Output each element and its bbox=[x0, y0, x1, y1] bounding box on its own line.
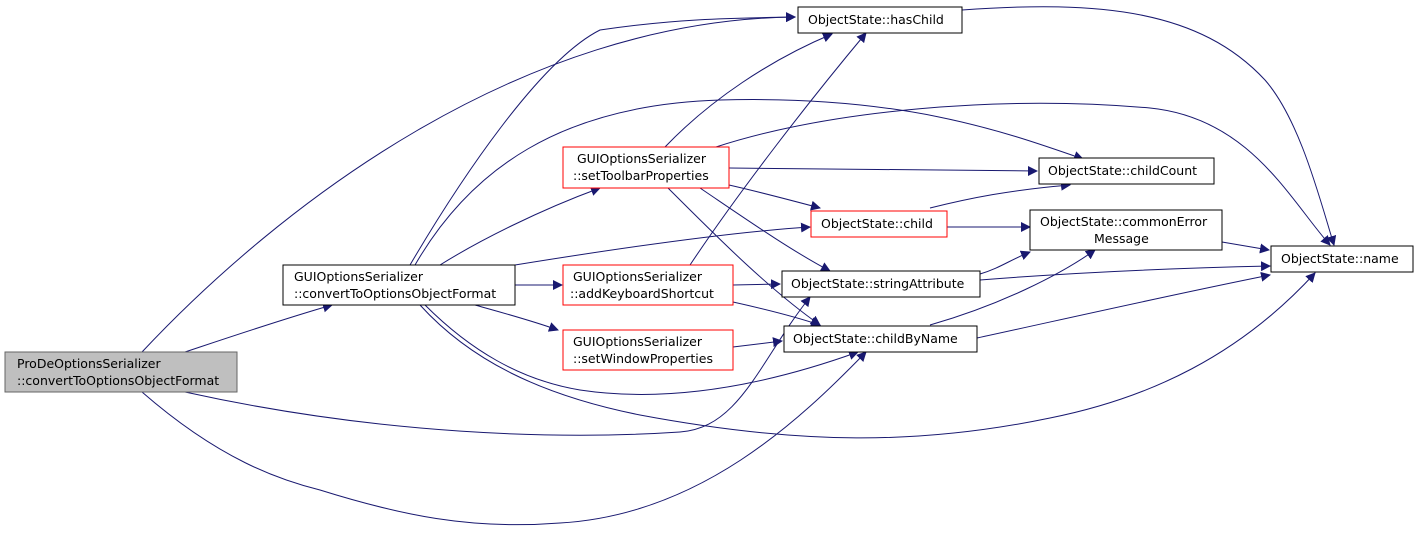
edge-gui-convert-to-gui-window bbox=[474, 304, 559, 332]
edge-gui-toolbar-to-name bbox=[715, 102, 1331, 246]
node-gui-convert[interactable]: GUIOptionsSerializer ::convertToOptionsO… bbox=[282, 264, 516, 306]
edge-child-by-name-to-common-error bbox=[929, 249, 1096, 326]
edge-gui-convert-to-gui-toolbar bbox=[439, 186, 601, 266]
edge-string-attribute-to-common-error bbox=[979, 250, 1031, 275]
node-gui-window[interactable]: GUIOptionsSerializer ::setWindowProperti… bbox=[562, 329, 734, 371]
node-gui-keyboard-line2: ::addKeyboardShortcut bbox=[570, 286, 714, 301]
node-name[interactable]: ObjectState::name bbox=[1270, 245, 1414, 273]
edge-gui-convert-to-child-by-name bbox=[424, 304, 859, 395]
node-gui-window-line2: ::setWindowProperties bbox=[573, 351, 713, 366]
edge-prode-to-child-by-name bbox=[141, 351, 867, 526]
node-gui-keyboard-line1: GUIOptionsSerializer bbox=[573, 269, 703, 284]
edge-gui-keyboard-to-string-attribute bbox=[732, 279, 781, 290]
edges bbox=[141, 6, 1337, 526]
node-string-attribute-label: ObjectState::stringAttribute bbox=[791, 276, 965, 291]
node-gui-toolbar-line2: ::setToolbarProperties bbox=[573, 168, 709, 183]
node-child-count[interactable]: ObjectState::childCount bbox=[1038, 157, 1215, 185]
node-child-label: ObjectState::child bbox=[821, 216, 933, 231]
edge-gui-convert-to-name bbox=[419, 272, 1316, 439]
node-prode-convert[interactable]: ProDeOptionsSerializer ::convertToOption… bbox=[4, 351, 238, 393]
node-common-error-line2: Message bbox=[1094, 231, 1149, 246]
edge-gui-convert-to-child-count bbox=[414, 99, 1084, 266]
edge-gui-convert-to-has-child bbox=[409, 12, 796, 266]
node-name-label: ObjectState::name bbox=[1281, 251, 1399, 266]
nodes: ProDeOptionsSerializer ::convertToOption… bbox=[4, 6, 1414, 393]
edge-gui-toolbar-to-child-count bbox=[728, 165, 1038, 176]
node-string-attribute[interactable]: ObjectState::stringAttribute bbox=[781, 270, 981, 298]
edge-prode-to-has-child bbox=[141, 12, 796, 353]
edge-has-child-to-name bbox=[961, 6, 1337, 246]
edge-gui-convert-to-child bbox=[514, 222, 811, 266]
edge-prode-to-gui-convert bbox=[184, 302, 333, 353]
node-prode-convert-line2: ::convertToOptionsObjectFormat bbox=[17, 373, 219, 388]
edge-prode-to-string-attribute bbox=[184, 296, 811, 436]
node-gui-window-line1: GUIOptionsSerializer bbox=[573, 334, 703, 349]
node-gui-keyboard[interactable]: GUIOptionsSerializer ::addKeyboardShortc… bbox=[562, 264, 734, 306]
node-child[interactable]: ObjectState::child bbox=[810, 210, 948, 238]
edge-gui-window-to-child-by-name bbox=[732, 337, 783, 348]
edge-string-attribute-to-name bbox=[979, 261, 1271, 281]
node-child-count-label: ObjectState::childCount bbox=[1048, 163, 1197, 178]
edge-gui-keyboard-to-has-child bbox=[689, 32, 867, 266]
edge-gui-keyboard-to-child-by-name bbox=[732, 301, 821, 327]
node-has-child-label: ObjectState::hasChild bbox=[808, 12, 944, 27]
node-gui-convert-line2: ::convertToOptionsObjectFormat bbox=[294, 286, 496, 301]
edge-gui-toolbar-to-has-child bbox=[664, 32, 833, 148]
node-common-error-line1: ObjectState::commonError bbox=[1040, 214, 1208, 229]
node-child-by-name-label: ObjectState::childByName bbox=[793, 331, 958, 346]
node-gui-toolbar[interactable]: GUIOptionsSerializer ::setToolbarPropert… bbox=[562, 146, 730, 189]
node-prode-convert-line1: ProDeOptionsSerializer bbox=[17, 356, 161, 371]
edge-child-to-child-count bbox=[929, 180, 1071, 209]
node-common-error[interactable]: ObjectState::commonError Message bbox=[1029, 209, 1223, 251]
node-gui-convert-line1: GUIOptionsSerializer bbox=[294, 269, 424, 284]
node-child-by-name[interactable]: ObjectState::childByName bbox=[783, 325, 978, 353]
node-has-child[interactable]: ObjectState::hasChild bbox=[797, 6, 963, 34]
edge-gui-toolbar-to-string-attribute bbox=[699, 187, 831, 272]
node-gui-toolbar-line1: GUIOptionsSerializer bbox=[577, 151, 707, 166]
edge-child-by-name-to-name bbox=[976, 271, 1271, 339]
edge-gui-toolbar-to-child-by-name bbox=[667, 187, 821, 326]
edge-common-error-to-name bbox=[1221, 241, 1270, 254]
edge-gui-toolbar-to-child bbox=[728, 184, 821, 211]
